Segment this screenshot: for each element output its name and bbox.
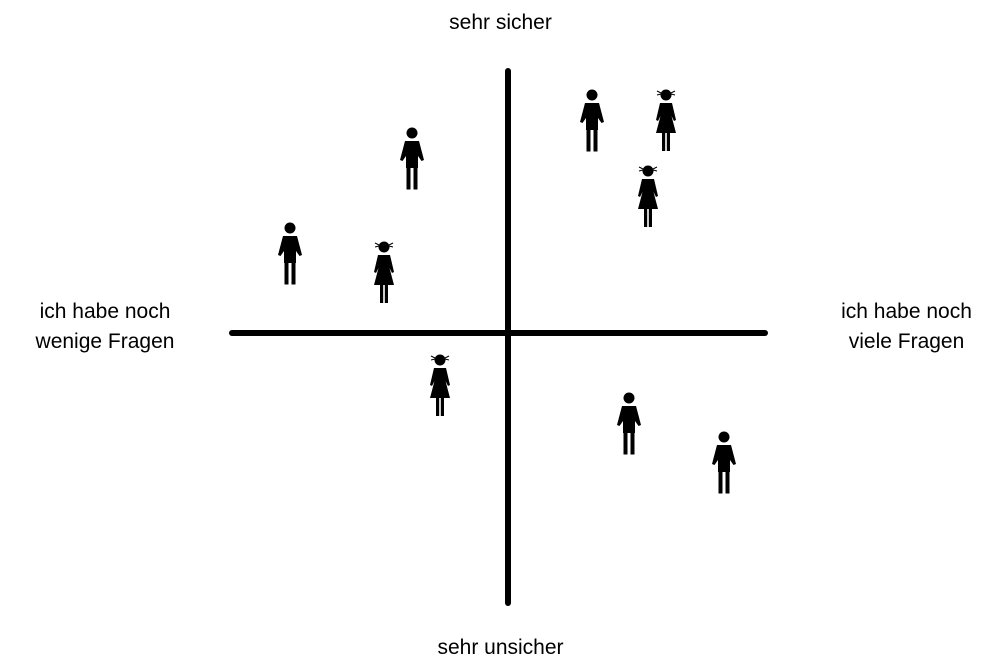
right-axis-label: ich habe noch viele Fragen [812, 297, 1001, 357]
top-axis-label: sehr sicher [449, 11, 552, 34]
male-figure-icon [617, 392, 641, 455]
female-figure-icon [655, 89, 677, 152]
female-figure-icon [637, 165, 659, 228]
female-figure-icon [429, 354, 451, 417]
right-axis-label-line-1: ich habe noch [841, 300, 972, 323]
bottom-axis-label: sehr unsicher [437, 636, 564, 659]
female-figure-icon [373, 241, 395, 304]
left-axis-label-line-1: ich habe noch [39, 300, 171, 323]
male-figure-icon [278, 222, 302, 285]
male-figure-icon [712, 431, 736, 494]
male-figure-icon [400, 127, 424, 190]
left-axis-label: ich habe noch wenige Fragen [0, 297, 210, 357]
left-axis-label-line-2: wenige Fragen [35, 330, 175, 353]
right-axis-label-line-2: viele Fragen [848, 330, 965, 353]
male-figure-icon [580, 89, 604, 152]
